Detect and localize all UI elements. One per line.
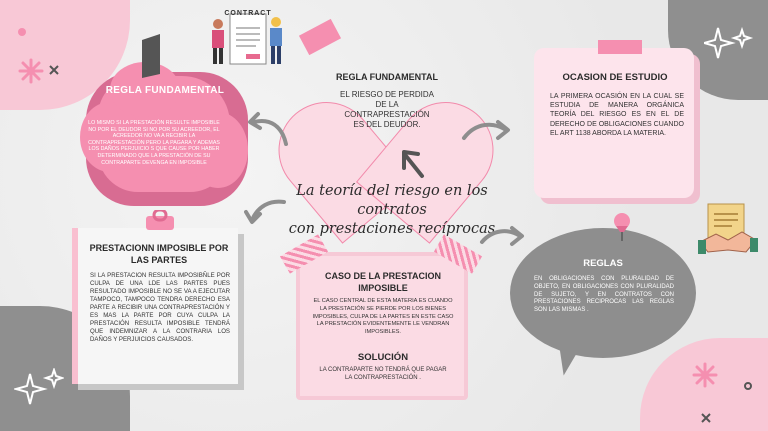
title-line-1: La teoría del riesgo en los contratos [296, 183, 488, 218]
tape-decoration [598, 40, 642, 54]
caso-heading: CASO DE LA PRESTACION IMPOSIBLE [324, 271, 441, 293]
reglas-heading: REGLAS [583, 258, 623, 269]
arrow-icon [480, 226, 524, 246]
reglas-body: EN OBLIGACIONES CON PLURALIDAD DE OBJETO… [534, 276, 674, 314]
reglas-bubble [510, 228, 696, 358]
solucion-body: LA CONTRAPARTE NO TENDRÁ QUE PAGAR LA CO… [319, 367, 447, 381]
prestacion-card [72, 228, 238, 384]
ocasion-card [534, 48, 694, 198]
prestacion-heading: PRESTACIONN IMPOSIBLE POR LAS PARTES [89, 243, 229, 265]
regla-left-heading: REGLA FUNDAMENTAL [105, 85, 225, 96]
sparkle-icon [704, 26, 754, 59]
asterisk-icon [692, 362, 718, 388]
ocasion-body: LA PRIMERA OCASIÓN EN LA CUAL SE ESTUDIA… [550, 93, 684, 137]
arrow-icon [402, 150, 424, 178]
contract-sign-label: CONTRACT [224, 10, 272, 17]
ocasion-heading: OCASION DE ESTUDIO [562, 72, 668, 83]
cross-mark-icon [701, 413, 711, 423]
regla-fundamental-cloud [80, 62, 248, 206]
regla-heart-heading: REGLA FUNDAMENTAL [336, 72, 438, 82]
regla-heart-body: EL RIESGO DE PERDIDA DE LA CONTRAPRESTAC… [340, 90, 434, 129]
dot-decoration [18, 28, 26, 36]
diagram-title: La teoría del riesgo en los contratos co… [262, 182, 522, 239]
caso-body: EL CASO CENTRAL DE ESTA MATERIA ES CUAND… [312, 298, 454, 336]
title-line-2: con prestaciones recíprocas [288, 221, 496, 237]
caso-card-inner [300, 256, 464, 396]
solucion-heading: SOLUCIÓN [357, 352, 409, 363]
contract-illustration [212, 13, 282, 65]
arrow-icon [244, 199, 286, 224]
arrow-icon [462, 120, 510, 140]
push-pin-icon [614, 213, 630, 241]
reglas-bubble-tail [553, 340, 583, 378]
dot-decoration [744, 382, 752, 390]
regla-left-body: LO MISMO SI LA PRESTACIÓN RESULTE IMPOSI… [88, 120, 220, 166]
clip-icon [146, 210, 174, 230]
asterisk-icon [18, 58, 44, 84]
cross-mark-icon [49, 65, 59, 75]
arrow-icon [248, 112, 288, 146]
handshake-icon [698, 203, 758, 254]
sparkle-icon [14, 368, 64, 405]
prestacion-body: SI LA PRESTACION RESULTA IMPOSIBÑLE POR … [90, 272, 230, 343]
clip-icon [142, 34, 160, 78]
